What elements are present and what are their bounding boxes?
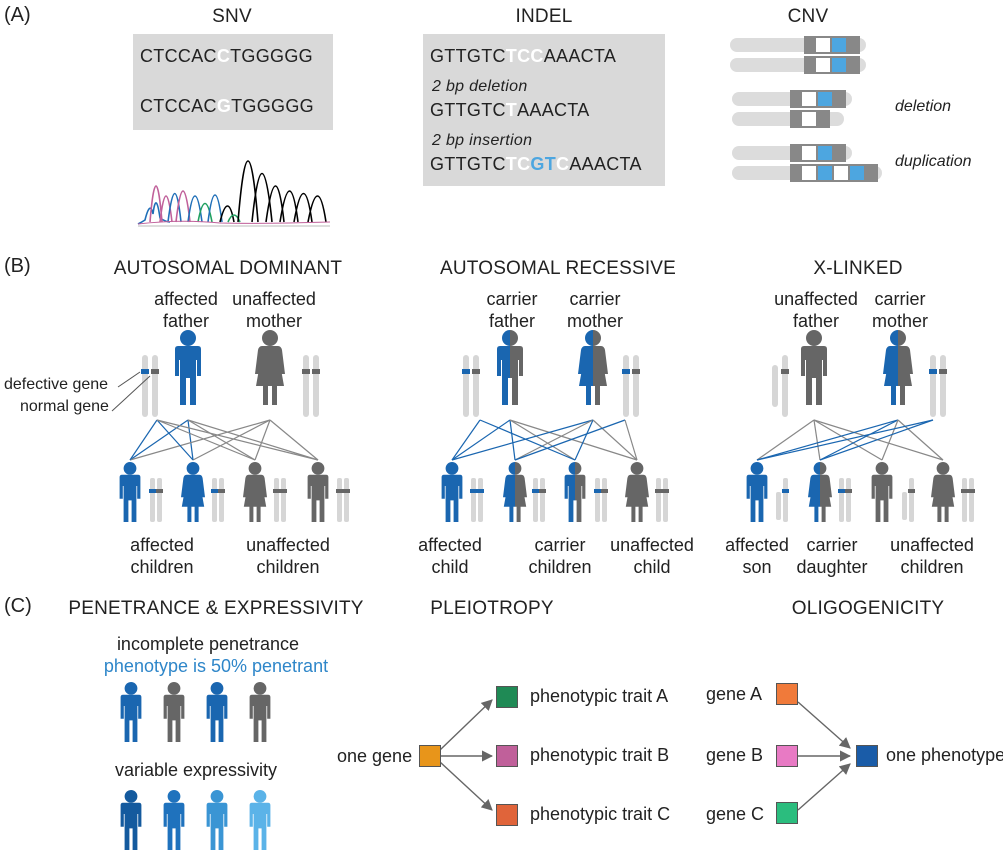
x-carrier-mother-label: carrier mother	[871, 289, 929, 331]
x-unaffected-children-label: unaffected children	[890, 535, 974, 577]
one-phenotype-label: one phenotype	[886, 745, 1003, 765]
cnv-title: CNV	[787, 6, 829, 27]
gene-a-label: gene A	[706, 684, 763, 704]
carrier-father-label: carrier father	[486, 289, 538, 331]
phenotype-square	[856, 745, 878, 767]
expressivity-figures	[120, 790, 271, 850]
normal-gene-label: normal gene	[20, 398, 109, 415]
indel-box	[423, 34, 665, 186]
carrier-mother-figure-x	[883, 330, 913, 405]
mother-chromosomes	[302, 355, 320, 417]
gene-square	[419, 745, 441, 767]
one-gene-label: one gene	[337, 746, 413, 766]
oligogenicity-arrows	[797, 701, 852, 811]
gene-b-label: gene B	[706, 745, 764, 765]
snv-alt-seq: CTCCACGTGGGGG	[140, 96, 314, 116]
cnv-duplication-label: duplication	[895, 153, 972, 170]
carrier-father-figure	[497, 330, 523, 405]
father-chromosomes	[141, 355, 159, 417]
unaffected-children-label: unaffected children	[246, 535, 330, 577]
gene-c-label: gene C	[706, 804, 765, 824]
pleiotropy-arrows	[439, 699, 494, 811]
recessive-pedigree	[441, 330, 669, 522]
carrier-daughter-label: carrier daughter	[796, 535, 868, 577]
affected-father-label: affected father	[154, 289, 218, 331]
variable-expressivity-label: variable expressivity	[114, 760, 278, 780]
unaffected-mother-label: unaffected mother	[232, 289, 316, 331]
incomplete-penetrance-label: incomplete penetrance	[116, 634, 300, 654]
snv-ref-seq: CTCCACCTGGGGG	[140, 46, 313, 66]
gene-a-square	[776, 683, 798, 705]
deletion-label: 2 bp deletion	[432, 78, 528, 95]
panel-label-a: (A)	[4, 4, 31, 26]
panel-label-b: (B)	[4, 255, 31, 277]
chromatogram	[137, 160, 331, 227]
panel-label-c: (C)	[4, 595, 32, 617]
snv-title: SNV	[212, 6, 252, 27]
xlinked-pedigree	[746, 330, 975, 522]
defective-gene-label: defective gene	[4, 376, 109, 393]
affected-son-label: affected son	[725, 535, 789, 577]
trait-b-label: phenotypic trait B	[530, 745, 670, 765]
recessive-title: AUTOSOMAL RECESSIVE	[439, 258, 677, 279]
trait-a-label: phenotypic trait A	[530, 686, 669, 706]
cnv-deletion-label: deletion	[895, 98, 952, 115]
penetrance-figures	[120, 682, 271, 742]
unaffected-child-label: unaffected child	[610, 535, 694, 577]
dominant-title: AUTOSOMAL DOMINANT	[113, 258, 343, 279]
carrier-mother-label: carrier mother	[566, 289, 624, 331]
x-unaffected-father-label: unaffected father	[774, 289, 858, 331]
oligogenicity-title: OLIGOGENICITY	[791, 598, 945, 619]
gene-b-square	[776, 745, 798, 767]
snv-box	[133, 34, 333, 130]
trait-c-label: phenotypic trait C	[530, 804, 671, 824]
trait-a-square	[496, 686, 518, 708]
insertion-label: 2 bp insertion	[432, 132, 533, 149]
affected-father-figure	[175, 330, 201, 405]
unaffected-father-figure	[801, 330, 827, 405]
trait-c-square	[496, 804, 518, 826]
indel-ins-seq: GTTGTCTCGTCAAACTA	[430, 154, 642, 174]
penetrance-title: PENETRANCE & EXPRESSIVITY	[68, 598, 364, 619]
cnv-chromosomes	[730, 36, 882, 182]
gene-c-square	[776, 802, 798, 824]
penetrance-note: phenotype is 50% penetrant	[103, 656, 329, 676]
indel-ref-seq: GTTGTCTCCAAACTA	[430, 46, 617, 66]
carrier-mother-figure	[578, 330, 608, 405]
carrier-children-label: carrier children	[528, 535, 592, 577]
unaffected-mother-figure	[255, 330, 285, 405]
indel-del-seq: GTTGTCTAAACTA	[430, 100, 590, 120]
trait-b-square	[496, 745, 518, 767]
xlinked-title: X-LINKED	[813, 258, 903, 279]
affected-child-label: affected child	[418, 535, 482, 577]
pleiotropy-title: PLEIOTROPY	[430, 598, 554, 619]
indel-title: INDEL	[515, 6, 573, 27]
affected-children-label: affected children	[130, 535, 194, 577]
dominant-pedigree	[111, 330, 350, 522]
